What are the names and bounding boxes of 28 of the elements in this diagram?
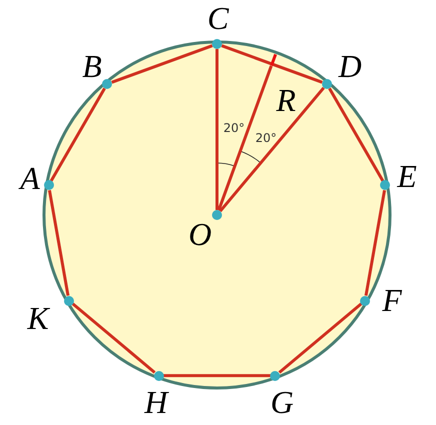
point-dot	[102, 79, 112, 89]
angle-label: 20°	[223, 122, 245, 134]
line-segment	[216, 49, 218, 210]
angle-label: 20°	[255, 132, 277, 144]
point-label: E	[397, 160, 417, 192]
line-segment	[221, 44, 323, 84]
point-label: H	[144, 386, 168, 418]
point-dot	[44, 180, 54, 190]
line-segment	[48, 190, 70, 296]
point-label: A	[20, 162, 40, 194]
line-segment	[278, 302, 362, 374]
line-segment	[164, 374, 270, 378]
line-segment	[72, 302, 156, 374]
line-segment	[50, 88, 106, 182]
line-segment	[219, 86, 325, 212]
point-label: C	[207, 2, 229, 34]
point-dot	[212, 39, 222, 49]
line-segment	[328, 88, 384, 182]
point-label: O	[188, 218, 212, 250]
line-segment	[217, 65, 273, 211]
point-label: K	[27, 302, 49, 334]
point-label: G	[270, 386, 294, 418]
point-label: B	[82, 50, 102, 82]
point-label: D	[338, 50, 362, 82]
line-segment	[111, 44, 213, 84]
line-segment	[364, 190, 386, 296]
point-label: R	[276, 84, 296, 116]
point-label: F	[382, 284, 402, 316]
